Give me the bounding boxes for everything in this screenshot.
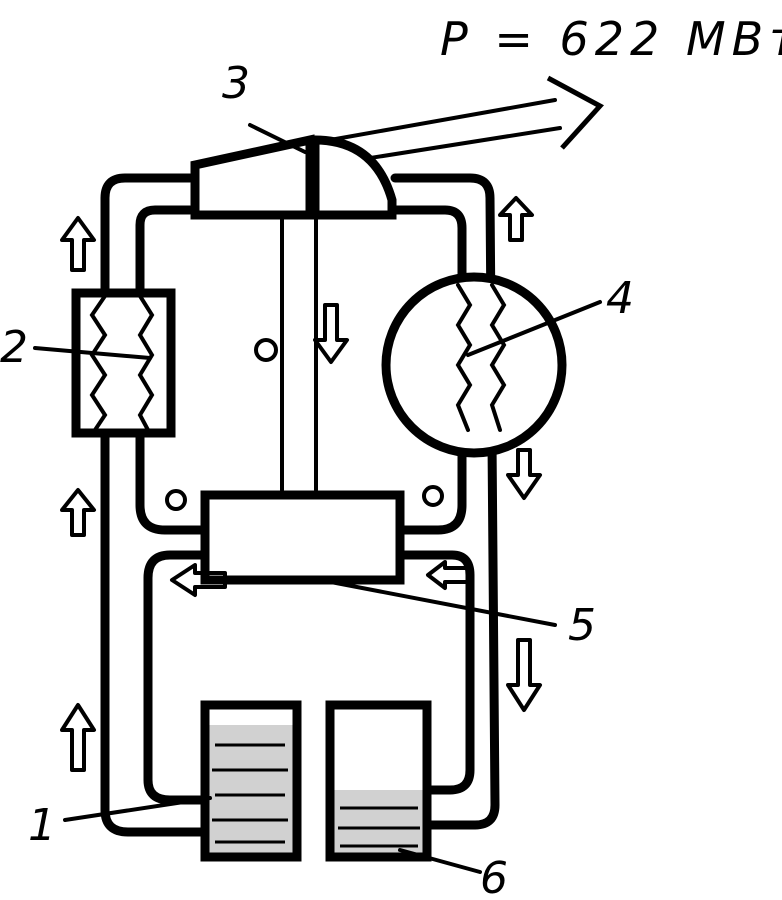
power-output-arrow	[328, 75, 604, 164]
label-1: 1	[28, 800, 56, 851]
leader-lines	[33, 123, 602, 874]
cooler-exchanger	[381, 272, 567, 458]
return-pipe-loop	[143, 550, 210, 805]
label-3: 3	[222, 58, 250, 109]
valve-right	[422, 485, 444, 507]
turbo-compressor-unit	[190, 134, 397, 220]
storage-tank	[325, 700, 432, 862]
flow-arrows	[60, 196, 542, 772]
power-output-label: P = 622 МВт	[440, 12, 782, 66]
regenerator	[200, 490, 405, 585]
shaft-bearing	[254, 338, 278, 362]
label-4: 4	[606, 273, 634, 324]
label-5: 5	[568, 600, 596, 651]
outer-pipe-left	[100, 173, 210, 837]
return-pipe-right	[395, 550, 475, 795]
shaft	[280, 216, 318, 492]
outer-pipe-right	[390, 173, 500, 830]
label-2: 2	[0, 322, 28, 373]
valve-left	[165, 489, 187, 511]
reactor-tank	[200, 700, 302, 862]
heater-exchanger	[71, 288, 176, 438]
label-6: 6	[480, 853, 508, 900]
